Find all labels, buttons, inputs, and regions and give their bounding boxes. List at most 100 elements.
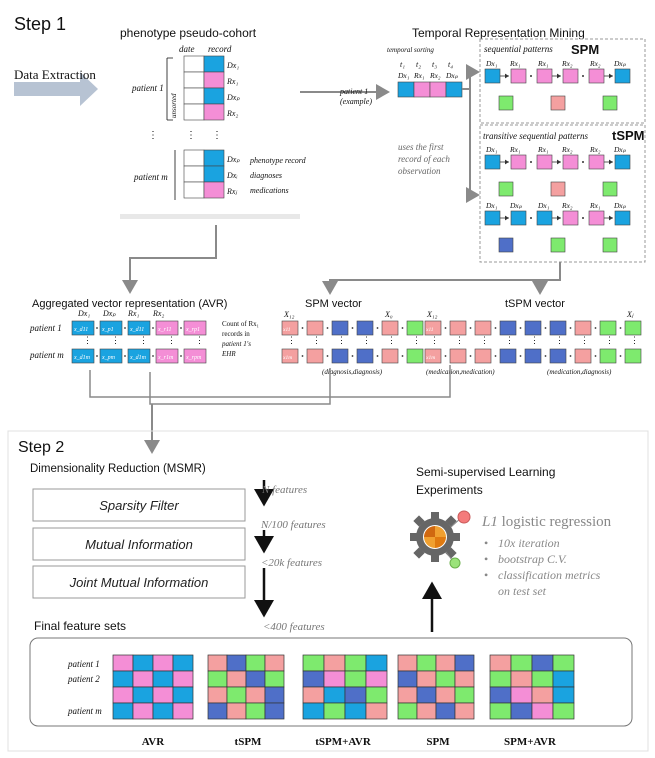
final-matrix-cell [172,702,194,720]
final-matrix-cell [397,686,418,704]
bullet-3: • [484,568,488,582]
vector-dot [326,355,329,357]
final-matrix-cell [344,686,367,704]
avr-cell-label: x_r11 [157,327,172,333]
vector-cell [281,320,299,336]
final-matrix-cell [344,670,367,688]
arrow-to-tspm [466,89,480,203]
vector-cell [574,320,592,336]
avr-cell [183,348,207,364]
vector-cell [524,320,542,336]
bullet-2: • [484,552,488,566]
avr-cell-label: x_r1m [157,355,174,361]
col-record: record [208,44,232,54]
vector-first-label: x1m [282,355,292,361]
pair-to-label: Dxₚ [613,201,627,210]
vector-dot [494,355,497,357]
final-matrix-cell [510,702,533,720]
final-matrix-cell [226,670,247,688]
tspm-vector-xlast: Xⱼ [626,310,634,319]
spm-vector-xlast: X₀ [384,310,393,319]
pair-separator-dot [582,217,584,219]
final-title: Final feature sets [34,619,126,633]
sequence-label: Dx₁ [397,71,410,80]
vector-dot [594,327,597,329]
vector-dot [351,327,354,329]
example-patient-1: patient 1 [339,87,368,96]
vector-cell [406,320,424,336]
avr-cell-label: x_rpm [185,355,202,361]
pair-result-cell [602,181,618,197]
avr-vdots: ⋮ [83,335,92,345]
avr-note-4: EHR [221,350,236,358]
pair-to-label: Dxₚ [509,201,523,210]
final-matrix-cell [531,654,554,672]
time-label: t₁ [400,60,405,69]
avr-header: Dx₁ [77,309,90,318]
sparsity-filter-label: Sparsity Filter [99,498,179,513]
vector-cell [356,320,374,336]
final-matrix-cell [454,686,475,704]
spm-vector-xfirst: X₁₂ [283,310,295,319]
vector-dot [444,327,447,329]
feature-count-arrows: N features N/100 features <20k features … [254,480,326,633]
cohort-record-cell [203,87,225,105]
avr-patient1: patient 1 [29,323,62,333]
final-row-2: patient 2 [67,674,100,684]
pair-separator-dot [582,75,584,77]
final-matrix-cell [489,702,512,720]
final-matrix-cell [264,686,285,704]
temporal-sorting: temporal sorting [387,46,434,54]
vector-dot [301,327,304,329]
final-row-m: patient m [67,706,102,716]
avr-dot [96,327,98,329]
final-matrix-cell [112,654,134,672]
vector-cell [499,348,517,364]
avr-vdots: ⋮ [139,335,148,345]
cohort-record-cell [203,165,225,183]
final-matrix-cell [435,686,456,704]
sparsity-filter-box [32,488,246,522]
final-matrix-cell [531,702,554,720]
pair-from-cell [588,210,605,226]
final-matrix-cell [302,670,325,688]
sequence-cell [445,81,463,98]
final-matrix-cell [510,670,533,688]
avr-cell [71,320,95,336]
pair-result-cell [550,237,566,253]
avr-block: Aggregated vector representation (AVR) D… [29,298,259,364]
vector-cell [474,320,492,336]
final-matrix-cell [365,670,388,688]
final-set-label: SPM [426,736,450,748]
final-set-label: tSPM [235,736,263,748]
vector-dot [376,327,379,329]
vector-vdots: ⋮ [530,335,539,345]
vector-vdots: ⋮ [312,335,321,345]
pair-to-cell [614,68,631,84]
final-set-label: AVR [142,736,165,748]
final-matrix-cell [489,686,512,704]
final-matrix-cell [152,686,174,704]
vector-dot [469,355,472,357]
legend-phenotype: phenotype record [249,156,307,165]
final-matrix-cell [454,654,475,672]
vector-vdots: ⋮ [480,335,489,345]
final-set-label: tSPM+AVR [315,736,372,748]
spm-panel [479,38,646,124]
vector-first-label: x11 [282,327,291,333]
vector-vdots: ⋮ [580,335,589,345]
pair-from-cell [588,68,605,84]
final-matrix-cell [132,654,154,672]
vector-vdots: ⋮ [287,335,296,345]
pair-to-label: Rx₂ [561,59,573,68]
lr-item-3: classification metrics [498,568,601,582]
avr-note-2: records in [222,330,250,338]
cohort-record-label: Rxⱼ [226,187,237,196]
final-matrix-cell [552,654,575,672]
tspm-vector-title: tSPM vector [505,298,565,310]
final-matrix-cell [397,654,418,672]
lr-item-1: 10x iteration [498,536,560,550]
avr-cell-label: x_d1m [129,355,147,361]
vector-dot [401,327,404,329]
avr-header: Dxₚ [102,309,116,318]
